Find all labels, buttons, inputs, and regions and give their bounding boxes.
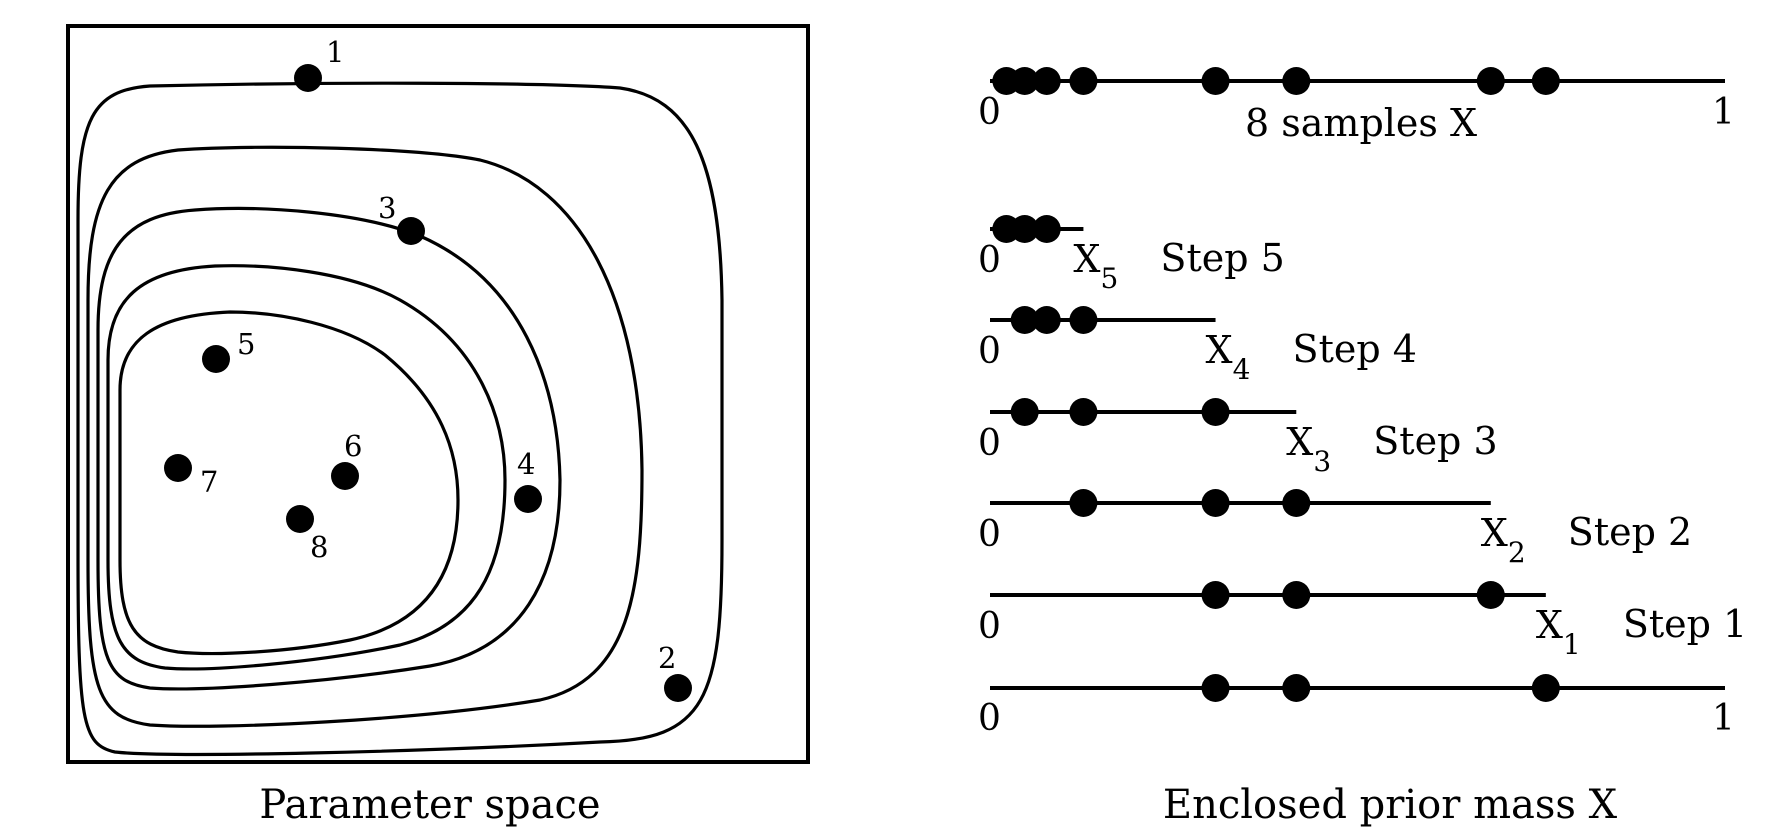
parameter-point-5 [202,345,230,373]
step-row: 0 X1 Step 1 [978,581,1747,661]
step-x-label: X3 [1286,420,1331,478]
parameter-space-caption: Parameter space [259,782,600,828]
parameter-point-4 [514,485,542,513]
step-x-subscript: 1 [1563,628,1581,661]
step-x-label: X2 [1481,511,1526,569]
step-x-label: X4 [1206,328,1251,386]
samples-label: 8 samples X [1245,101,1477,145]
step-row: 0 X5 Step 5 [978,215,1285,295]
step-x-subscript: 5 [1100,262,1118,295]
step-x-subscript: 2 [1508,536,1526,569]
step-point [1069,489,1098,517]
step-point [1069,398,1098,426]
parameter-point-label: 8 [310,530,328,564]
step-label: Step 5 [1160,236,1284,280]
likelihood-contour-5 [118,310,460,656]
sample-points [992,67,1560,95]
likelihood-contour-4 [106,264,507,671]
step-point [1032,215,1061,243]
step-label: Step 4 [1293,327,1417,371]
step-point [1201,398,1230,426]
step-point [1010,306,1039,334]
parameter-point-label: 5 [237,327,255,361]
step-label: Step 3 [1373,419,1497,463]
step-row: 0 X3 Step 3 [978,398,1498,478]
sample-point-5 [1201,67,1230,95]
base-point [1531,674,1560,702]
base-axis-start: 0 [978,698,1001,739]
parameter-point-2 [664,674,692,702]
step-row: 0 X4 Step 4 [978,306,1417,386]
step-point [1032,306,1061,334]
step-label: Step 2 [1568,510,1692,554]
prior-mass-caption: Enclosed prior mass X [1163,782,1618,828]
likelihood-contour-2 [86,145,644,728]
sample-point-4 [1069,67,1098,95]
step-point [1010,398,1039,426]
step-point [1282,581,1311,609]
likelihood-contours [76,81,724,756]
step-point [1010,215,1039,243]
step-axis-start: 0 [978,240,1001,281]
sample-point-7 [1476,67,1505,95]
base-point [1201,674,1230,702]
sample-point-8 [1531,67,1560,95]
step-x-label: X1 [1536,603,1581,661]
parameter-point-1 [294,64,322,92]
parameter-point-7 [164,454,192,482]
parameter-point-label: 6 [344,429,362,463]
parameter-point-label: 2 [658,641,676,675]
step-x-subscript: 3 [1313,445,1331,478]
sample-point-2 [1010,67,1039,95]
step-x-subscript: 4 [1233,353,1251,386]
step-axis-start: 0 [978,514,1001,555]
parameter-point-8 [286,505,314,533]
step-point [1069,306,1098,334]
samples-axis-start: 0 [978,92,1001,133]
parameter-point-label: 4 [517,447,535,481]
parameter-point-label: 7 [200,465,218,499]
likelihood-contour-1 [76,81,724,756]
step-row: 0 X2 Step 2 [978,489,1692,569]
step-point [1201,581,1230,609]
step-axis-start: 0 [978,331,1001,372]
base-point [1282,674,1311,702]
parameter-space-panel: 1 2 3 4 5 6 7 8 Parameter space [66,24,810,828]
step-label: Step 1 [1623,602,1747,646]
parameter-point-label: 1 [326,35,344,69]
parameter-space-frame [66,24,810,764]
parameter-points: 1 2 3 4 5 6 7 8 [164,35,692,702]
step-axis-start: 0 [978,423,1001,464]
step-point [1476,581,1505,609]
step-point [1201,489,1230,517]
step-point [1282,489,1311,517]
base-points [1201,674,1560,702]
sample-point-6 [1282,67,1311,95]
base-axis-end: 1 [1712,698,1735,739]
parameter-point-label: 3 [378,191,396,225]
sample-point-3 [1032,67,1061,95]
likelihood-contour-3 [96,206,562,691]
step-x-label: X5 [1073,237,1118,295]
parameter-point-6 [331,462,359,490]
samples-axis-end: 1 [1712,92,1735,133]
step-axis-start: 0 [978,606,1001,647]
parameter-point-3 [397,217,425,245]
